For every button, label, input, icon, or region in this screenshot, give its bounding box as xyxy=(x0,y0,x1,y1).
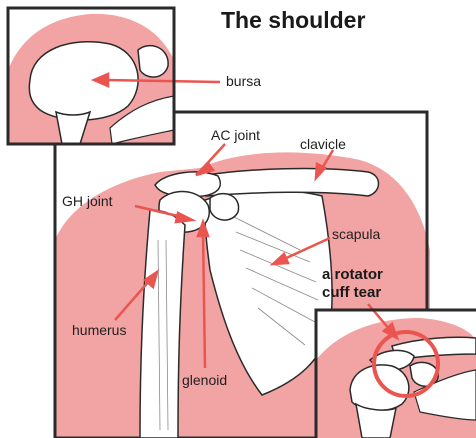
rotator-cuff-tear-label-line1: a rotator xyxy=(322,266,476,283)
glenoid-label: glenoid xyxy=(182,372,227,388)
scapula-label: scapula xyxy=(332,226,380,242)
bursa-inset xyxy=(8,8,220,144)
inset-coracoid xyxy=(138,46,168,77)
rotator-cuff-inset xyxy=(316,304,476,438)
ac-joint-label: AC joint xyxy=(211,127,260,143)
tear-inset-humeral-head xyxy=(350,365,409,411)
humerus-label: humerus xyxy=(72,322,126,338)
coracoid-bone xyxy=(210,194,239,220)
gh-joint-label: GH joint xyxy=(62,193,113,209)
tear-inset-humerus xyxy=(356,404,396,438)
clavicle-bone xyxy=(200,169,379,196)
bursa-label: bursa xyxy=(226,73,261,89)
diagram-title: The shoulder xyxy=(221,6,365,34)
humerus-bone xyxy=(140,210,185,438)
clavicle-label: clavicle xyxy=(300,136,346,152)
rotator-cuff-tear-label-line2: cuff tear xyxy=(322,284,476,301)
